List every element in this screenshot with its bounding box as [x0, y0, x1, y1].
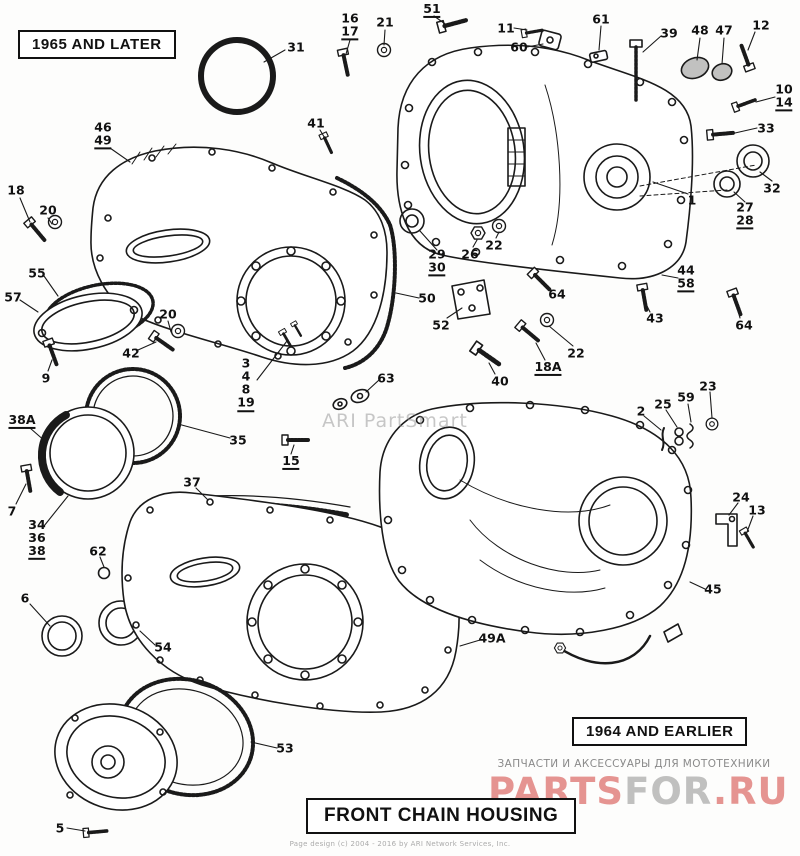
- part-label-44-58-32[interactable]: 44 58: [677, 263, 695, 293]
- bearing-29-30: [399, 208, 425, 234]
- part-label-39-7[interactable]: 39: [660, 25, 678, 41]
- inner-primary-cover-1965: [396, 44, 757, 280]
- part-label-61-6[interactable]: 61: [592, 11, 610, 27]
- outer-cover-1965: [90, 143, 397, 370]
- bolt-39: [629, 39, 643, 102]
- part-label-22-41[interactable]: 22: [567, 345, 585, 361]
- part-label-20-25[interactable]: 20: [159, 306, 177, 322]
- part-label-5-57[interactable]: 5: [55, 820, 65, 836]
- part-label-37-50[interactable]: 37: [183, 474, 201, 490]
- part-label-41-14[interactable]: 41: [307, 115, 325, 131]
- part-label-10-14-11[interactable]: 10 14: [775, 82, 793, 112]
- part-label-60-5[interactable]: 60: [510, 39, 528, 55]
- part-label-33-12[interactable]: 33: [757, 120, 775, 136]
- oval-cover-53: [54, 676, 256, 811]
- part-label-32-22[interactable]: 32: [763, 180, 781, 196]
- oring-31: [198, 37, 276, 115]
- spring-59: [686, 423, 694, 449]
- part-label-64-33[interactable]: 64: [735, 317, 753, 333]
- part-label-7-48[interactable]: 7: [7, 503, 17, 519]
- bracket-52: [451, 279, 491, 320]
- part-label-45-55[interactable]: 45: [704, 581, 722, 597]
- nut-63: [332, 388, 370, 411]
- part-label-12-10[interactable]: 12: [752, 17, 770, 33]
- watermark-brand-part2: FOR: [624, 770, 713, 813]
- watermark-ru-tagline: ЗАПЧАСТИ И АКСЕССУАРЫ ДЛЯ МОТОТЕХНИКИ: [497, 758, 771, 770]
- part-label-43-31[interactable]: 43: [646, 310, 664, 326]
- part-label-63-35[interactable]: 63: [377, 370, 395, 386]
- footer-copyright: Page design (c) 2004 - 2016 by ARI Netwo…: [289, 840, 511, 848]
- part-label-25-43[interactable]: 25: [654, 396, 672, 412]
- part-label-1-20[interactable]: 1: [687, 192, 697, 208]
- part-label-42-26[interactable]: 42: [122, 345, 140, 361]
- part-label-54-53[interactable]: 54: [154, 639, 172, 655]
- bearing-27-28: [713, 170, 741, 198]
- part-label-3-4-8-19-34[interactable]: 3 4 8 19: [237, 356, 255, 412]
- part-label-24-46[interactable]: 24: [732, 489, 750, 505]
- part-label-27-28-21[interactable]: 27 28: [736, 200, 754, 230]
- part-label-20-16[interactable]: 20: [39, 202, 57, 218]
- pin-2: [661, 427, 665, 451]
- seal-32: [736, 144, 770, 178]
- part-label-46-49-13[interactable]: 46 49: [94, 120, 112, 150]
- part-label-23-45[interactable]: 23: [699, 378, 717, 394]
- part-label-26-18[interactable]: 26: [461, 246, 479, 262]
- part-label-50-28[interactable]: 50: [418, 290, 436, 306]
- part-label-21-2[interactable]: 21: [376, 14, 394, 30]
- part-label-53-56[interactable]: 53: [276, 740, 294, 756]
- part-label-64-30[interactable]: 64: [548, 286, 566, 302]
- part-label-16-17-1[interactable]: 16 17: [341, 11, 359, 41]
- clip-61: [588, 49, 609, 63]
- part-label-47-9[interactable]: 47: [715, 22, 733, 38]
- part-label-29-30-17[interactable]: 29 30: [428, 247, 446, 277]
- part-label-57-24[interactable]: 57: [4, 289, 22, 305]
- part-label-40-39[interactable]: 40: [491, 373, 509, 389]
- part-label-18-15[interactable]: 18: [7, 182, 25, 198]
- outer-cover-49A: [121, 491, 460, 713]
- part-label-31-0[interactable]: 31: [287, 39, 305, 55]
- cover-47: [711, 62, 733, 82]
- part-label-48-8[interactable]: 48: [691, 22, 709, 38]
- plate-60: [538, 29, 562, 51]
- title-1965-and-later: 1965 AND LATER: [18, 30, 176, 59]
- part-label-55-23[interactable]: 55: [28, 265, 46, 281]
- part-label-38a-36[interactable]: 38A: [8, 413, 36, 430]
- inner-housing-1964: [378, 400, 693, 665]
- part-label-59-44[interactable]: 59: [677, 389, 695, 405]
- cap-6: [41, 615, 83, 657]
- part-label-6-52[interactable]: 6: [20, 590, 30, 606]
- part-label-13-47[interactable]: 13: [748, 502, 766, 518]
- part-label-35-37[interactable]: 35: [229, 432, 247, 448]
- title-front-chain-housing: FRONT CHAIN HOUSING: [306, 798, 577, 834]
- watermark-brand-part3: .RU: [712, 770, 789, 813]
- part-label-15-38[interactable]: 15: [282, 454, 300, 471]
- part-label-9-27[interactable]: 9: [41, 370, 51, 386]
- part-label-22-19[interactable]: 22: [485, 237, 503, 253]
- part-label-49a-54[interactable]: 49A: [478, 630, 506, 646]
- washers-25: [674, 427, 684, 437]
- part-label-51-3[interactable]: 51: [423, 2, 441, 19]
- part-label-34-36-38-49[interactable]: 34 36 38: [28, 518, 46, 561]
- leader-lines: [15, 15, 776, 832]
- watermark-ari-partsmart: ARI PartSmart: [322, 410, 468, 432]
- bracket-24: [715, 513, 738, 547]
- cover-48: [680, 56, 710, 80]
- part-label-18a-40[interactable]: 18A: [534, 360, 562, 377]
- round-cover-34-36-38: [37, 406, 135, 500]
- part-label-2-42[interactable]: 2: [636, 403, 646, 419]
- part-label-62-51[interactable]: 62: [89, 543, 107, 559]
- title-1964-and-earlier: 1964 AND EARLIER: [572, 717, 748, 746]
- oval-cover-55-57: [33, 281, 155, 352]
- part-label-52-29[interactable]: 52: [432, 317, 450, 333]
- part-label-11-4[interactable]: 11: [497, 20, 515, 36]
